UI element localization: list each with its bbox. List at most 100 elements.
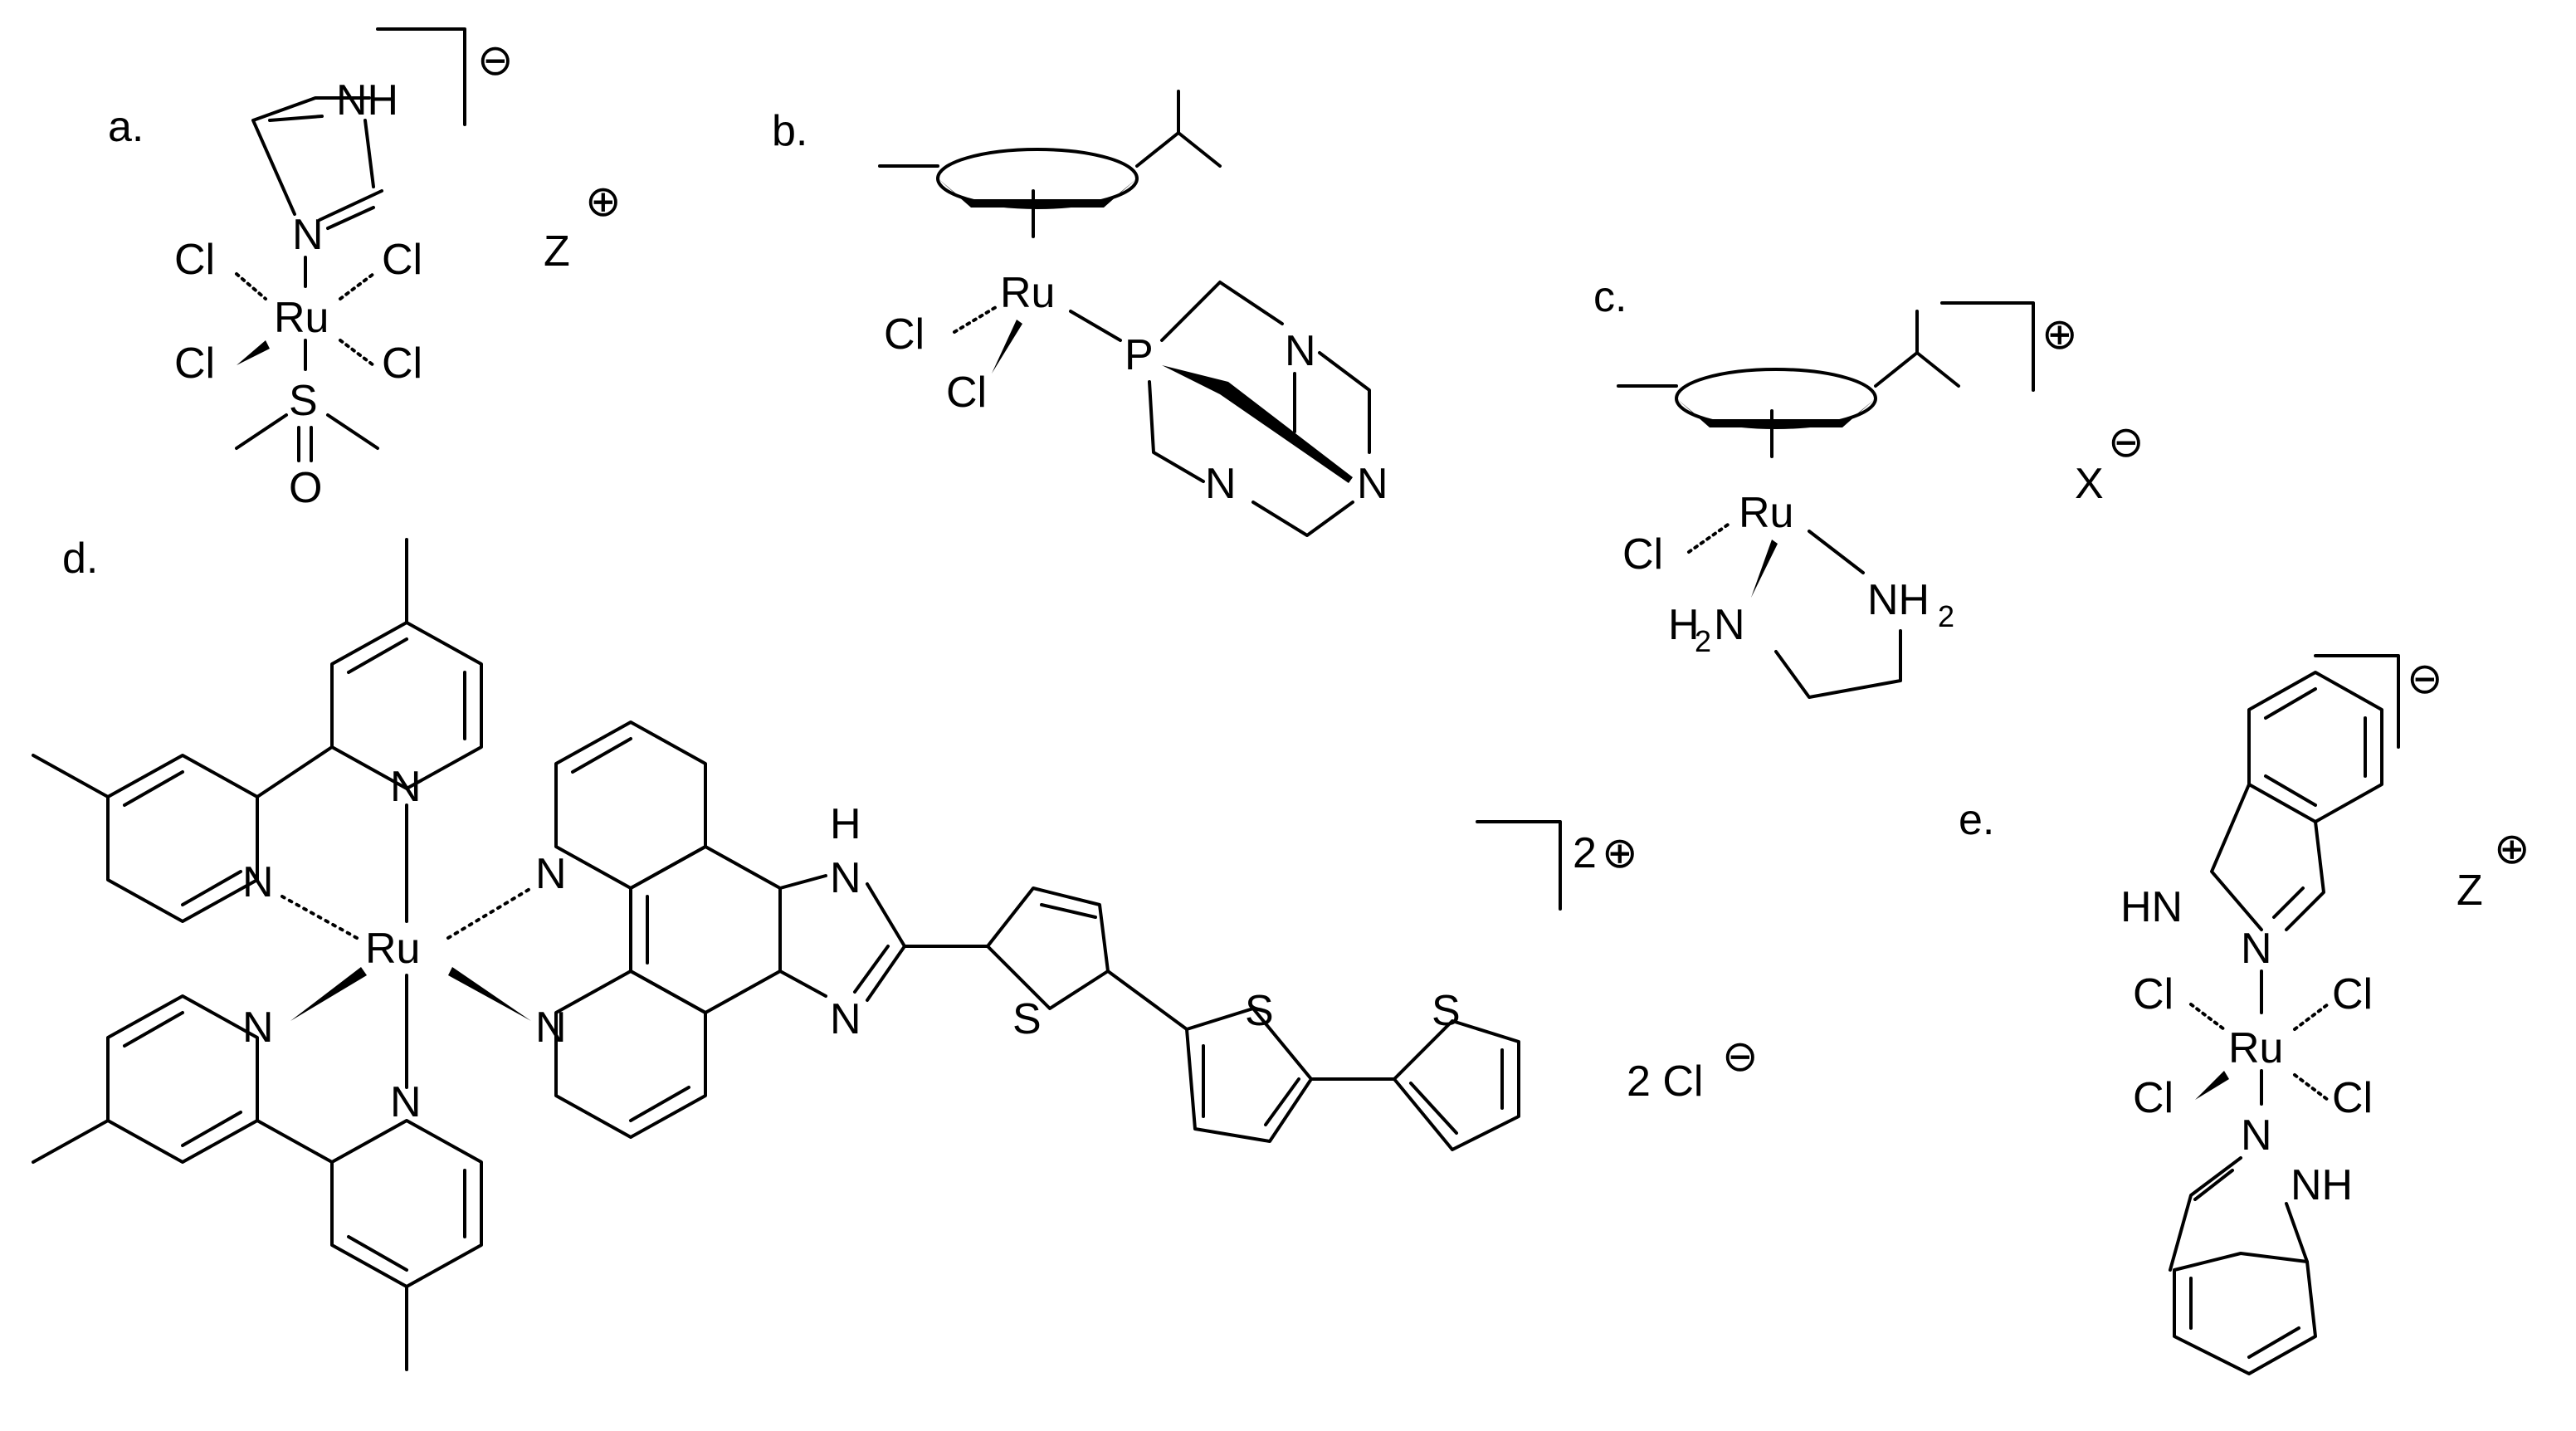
atom-n: N [242,858,274,906]
phen-ring [629,845,782,1014]
atom-cl: Cl [884,310,925,359]
arene-wedge [1676,398,1876,427]
cage-bond [1148,380,1205,483]
thiophene-ring [1393,1019,1520,1151]
imidazole-double-bond [326,206,375,230]
biaryl-bond [256,745,334,799]
bond [326,413,379,450]
pyridine-ring [330,1119,483,1288]
wedge-bond [1751,540,1778,598]
panel-label-a: a. [108,103,144,151]
thiophene-ring [1185,1007,1313,1143]
wedge-bond [992,320,1022,374]
bracket [376,27,466,126]
atom-s: S [289,377,318,425]
atom-nh: NH [2291,1161,2353,1209]
atom-cl: Cl [2332,970,2373,1018]
atom-ru: Ru [365,925,420,973]
double-bond [2272,886,2305,919]
pyridine-ring [106,994,259,1164]
hashed-bond [339,339,375,367]
phen-ring [554,969,707,1139]
counterion-x: X [2075,460,2104,508]
structure-c: c. ⊕ Ru Cl H 2 N NH 2 X ⊖ [1593,273,2144,699]
atom-s: S [1245,987,1274,1035]
atom-n: N [1714,601,1745,649]
hashed-bond [281,895,359,940]
double-bond [181,1111,242,1147]
atom-ru: Ru [274,294,329,342]
atom-hn: HN [2120,883,2183,931]
atom-cl: Cl [174,339,215,388]
imidazole-bond [318,189,383,222]
structure-d: d. N N Ru N N N N [32,535,1759,1371]
bracket [1940,301,2035,392]
bracket [2314,654,2400,749]
methyl-bond [32,1119,110,1164]
double-bond [2264,687,2317,720]
methyl-bond [32,754,110,799]
subscript-2: 2 [1695,624,1711,658]
ethylenediamine-bond [1774,629,1902,699]
panel-label-b: b. [772,107,807,155]
atom-cl: Cl [2133,1074,2174,1122]
imidazole-double-bond [268,115,324,122]
charge-minus: ⊖ [2407,655,2443,703]
atom-s: S [1432,987,1461,1035]
atom-n: N [1285,327,1316,375]
double-bond [629,1086,690,1122]
atom-n: N [2241,1111,2272,1160]
atom-n: N [830,854,861,902]
atom-ru: Ru [2228,1024,2283,1072]
charge-minus: ⊖ [477,37,514,85]
bond [1106,969,1188,1031]
imidazole-bond [363,119,375,188]
arene-ring [1675,368,1877,429]
atom-nh: NH [1867,576,1930,624]
double-bond [853,945,890,994]
counterion-z: Z [2456,867,2483,915]
bond [1069,310,1122,342]
bond [866,882,906,1002]
atom-h: H [830,800,861,848]
hashed-bond [235,272,267,300]
thiophene-ring [986,886,1110,1010]
charge-plus: ⊕ [1602,829,1638,877]
pyrazole-bond [2285,1202,2309,1263]
counterion-cl: 2 Cl [1627,1057,1703,1106]
bond [235,413,288,450]
pyridine-ring [330,621,483,790]
bond [778,874,827,890]
double-bond [123,770,184,807]
panel-label-d: d. [62,535,98,583]
cage-bond [1160,281,1284,342]
benzene-ring [2247,671,2383,823]
double-bond [123,1011,184,1048]
wedge-bond [290,967,367,1021]
atom-cl: Cl [382,339,422,388]
cage-bond [1318,351,1371,454]
hashed-bond [1687,521,1732,554]
atom-n: N [390,1078,422,1126]
hashed-bond [2189,1003,2226,1031]
cage-wedge [1162,365,1353,483]
double-bond [2264,774,2317,807]
hashed-bond [953,305,998,334]
hashed-bond [446,886,533,940]
arene-ring [936,148,1139,209]
structure-a: a. NH N ⊖ Cl Cl Ru Cl Cl S O Z ⊕ [108,27,622,512]
wedge-bond [2195,1071,2229,1100]
double-bond [571,737,632,774]
subscript-2: 2 [1938,599,1954,633]
charge-number: 2 [1573,829,1597,877]
atom-p: P [1125,331,1154,379]
atom-ru: Ru [1739,489,1793,537]
hashed-bond [2293,1003,2330,1031]
double-bond [347,1235,408,1272]
biaryl-bond [256,1119,334,1164]
double-bond [347,637,408,674]
atom-n: N [2241,925,2272,973]
atom-n: N [1357,460,1388,508]
atom-n: N [390,763,422,811]
